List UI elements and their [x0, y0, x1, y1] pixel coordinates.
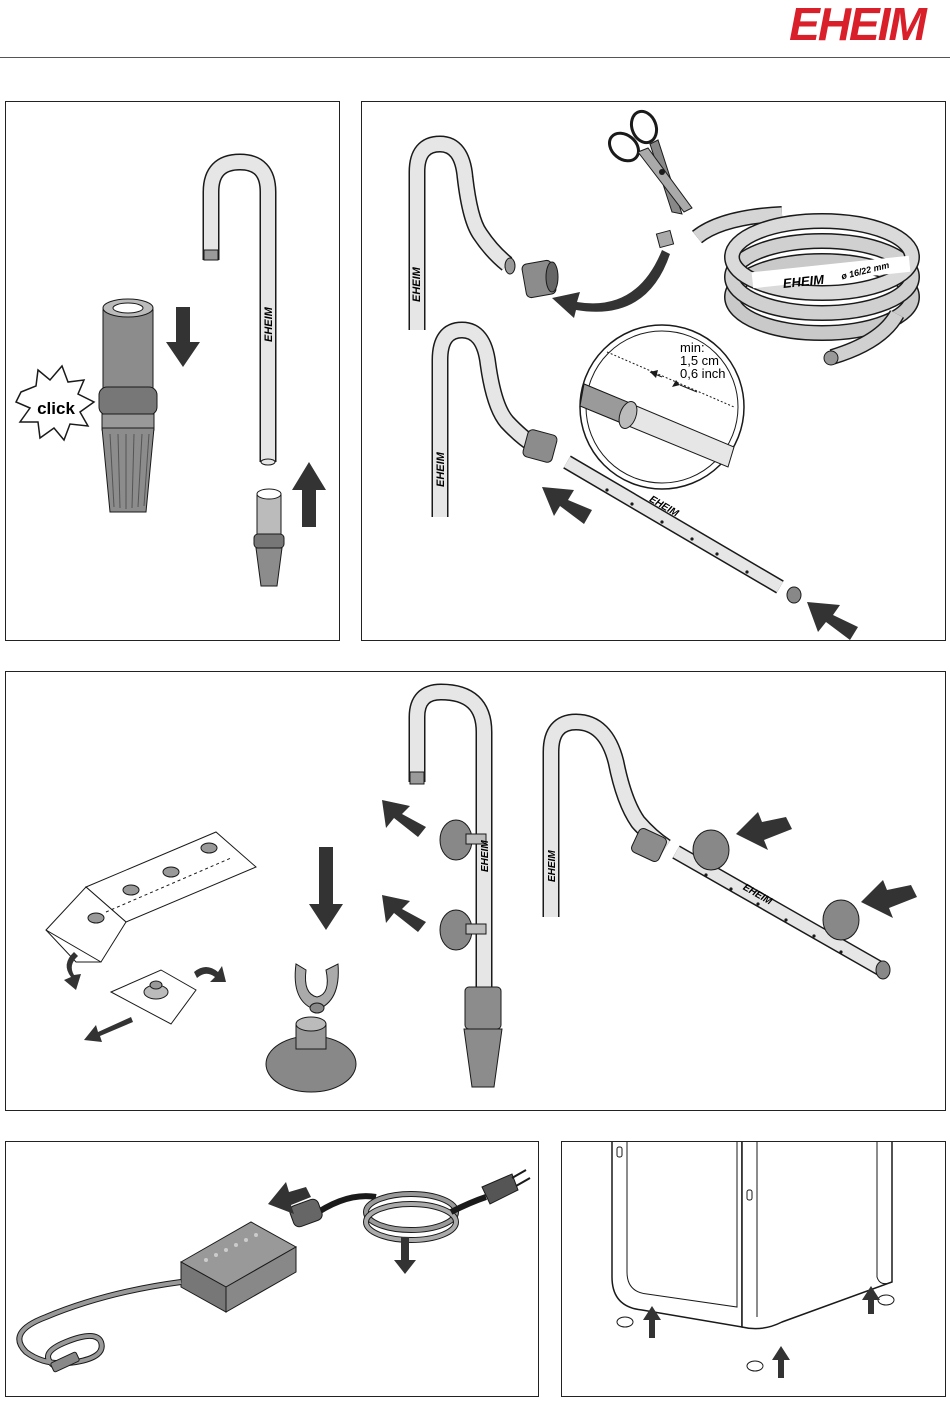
tube-brand-text: EHEIM	[263, 306, 275, 342]
hose-cutting-illustration: EHEIM	[362, 102, 947, 642]
curved-arrow-icon	[552, 250, 670, 318]
click-label: click	[37, 399, 75, 418]
logo-text: EHEIM	[789, 2, 928, 46]
arrow-up-icon	[292, 462, 326, 527]
scissors-icon	[604, 108, 692, 248]
magnifier-detail: min: 1,5 cm 0,6 inch	[580, 325, 744, 489]
foot-right	[878, 1295, 894, 1305]
min-inch-label: 0,6 inch	[680, 366, 726, 381]
vertical-tube-brand: EHEIM	[480, 840, 491, 872]
lower-intake-tube: EHEIM	[435, 330, 558, 517]
suction-cups-illustration: EHEIM EHEIM EHEIM	[6, 672, 947, 1112]
mains-cable	[288, 1170, 530, 1240]
inlet-assembly-illustration: EHEIM click	[6, 102, 341, 642]
arrow-to-cap-icon	[807, 602, 858, 640]
arrow-to-hose-icon	[542, 487, 592, 524]
small-strainer	[254, 489, 284, 586]
suction-cup-packaging	[46, 832, 256, 1042]
angled-tube-with-spray-bar: EHEIM EHEIM	[547, 722, 917, 979]
upper-tube-brand: EHEIM	[411, 266, 423, 302]
foot-center	[747, 1361, 763, 1371]
header-rule	[0, 57, 950, 58]
dc-plug	[50, 1352, 80, 1373]
eheim-logo: EHEIM	[768, 2, 946, 46]
panel-filter-feet	[561, 1141, 946, 1397]
filter-feet-illustration	[562, 1142, 947, 1398]
intake-j-tube: EHEIM	[204, 162, 275, 465]
upper-intake-tube: EHEIM	[411, 144, 515, 330]
panel-power-supply	[5, 1141, 539, 1397]
power-adapter	[181, 1222, 296, 1312]
panel-suction-cups: EHEIM EHEIM EHEIM	[5, 671, 946, 1111]
lower-tube-brand: EHEIM	[435, 451, 447, 487]
arrow-down-icon	[166, 307, 200, 367]
hose-piece	[521, 260, 558, 299]
panel-hose-cutting: EHEIM	[361, 101, 946, 641]
angled-tube-brand: EHEIM	[547, 850, 558, 882]
large-strainer	[99, 299, 157, 512]
vertical-tube-with-cups: EHEIM	[382, 692, 502, 1087]
arrow-up-icon	[772, 1346, 790, 1378]
click-burst-icon: click	[16, 366, 94, 440]
filter-housing	[612, 1142, 892, 1329]
power-supply-illustration	[6, 1142, 540, 1398]
suction-cup-with-clip	[266, 847, 356, 1092]
panel-inlet-assembly: EHEIM click	[5, 101, 340, 641]
hose-coil: EHEIM ø 16/22 mm	[697, 214, 912, 365]
foot-left	[617, 1317, 633, 1327]
